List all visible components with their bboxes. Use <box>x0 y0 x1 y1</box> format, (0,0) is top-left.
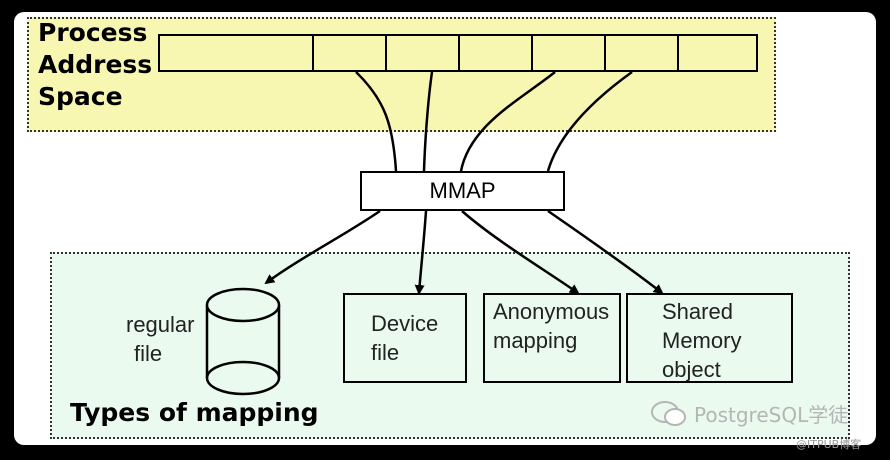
shared-memory-line1: Shared <box>662 299 733 324</box>
mmap-to-regular-file-arrow <box>264 209 381 285</box>
watermark-subtext: @ITPUB博客 <box>796 438 862 451</box>
address-cell-divider <box>458 36 460 70</box>
mmap-to-shared-memory-arrow <box>547 209 664 295</box>
address-to-mmap-line <box>459 71 556 172</box>
types-of-mapping-title: Types of mapping <box>70 398 319 427</box>
shared-memory-line3: object <box>662 357 721 382</box>
mmap-to-device-file-arrow <box>414 210 428 295</box>
mmap-to-anonymous-arrow <box>461 210 580 295</box>
mmap-label: MMAP <box>429 178 496 203</box>
regular-file-line1: regular <box>126 312 195 337</box>
anonymous-mapping-line1: Anonymous <box>493 299 610 324</box>
address-cell-divider <box>312 36 314 70</box>
address-cell-divider <box>385 36 387 70</box>
address-to-mmap-line <box>422 71 434 172</box>
device-file-box: Device file <box>343 293 467 383</box>
address-space-bar <box>158 34 758 72</box>
shared-memory-object-box: Shared Memory object <box>626 293 793 383</box>
watermark-text: PostgreSQL学徒 <box>694 402 849 427</box>
regular-file-label: regular file <box>126 310 194 368</box>
anonymous-mapping-box: Anonymous mapping <box>483 293 621 383</box>
anonymous-mapping-line2: mapping <box>493 328 578 353</box>
address-cell-divider <box>677 36 679 70</box>
device-file-line1: Device <box>371 311 439 336</box>
device-file-line2: file <box>371 340 400 365</box>
process-address-space-title: Process Address Space <box>38 18 153 111</box>
wechat-icon <box>651 401 686 426</box>
regular-file-cylinder-icon <box>205 287 281 396</box>
address-to-mmap-line <box>355 71 398 172</box>
shared-memory-line2: Memory <box>662 328 742 353</box>
address-to-mmap-line <box>546 70 633 172</box>
watermark: PostgreSQL学徒 <box>650 398 848 428</box>
mmap-box: MMAP <box>360 171 565 211</box>
address-cell-divider <box>531 36 533 70</box>
regular-file-line2: file <box>134 341 163 366</box>
address-cell-divider <box>604 36 606 70</box>
